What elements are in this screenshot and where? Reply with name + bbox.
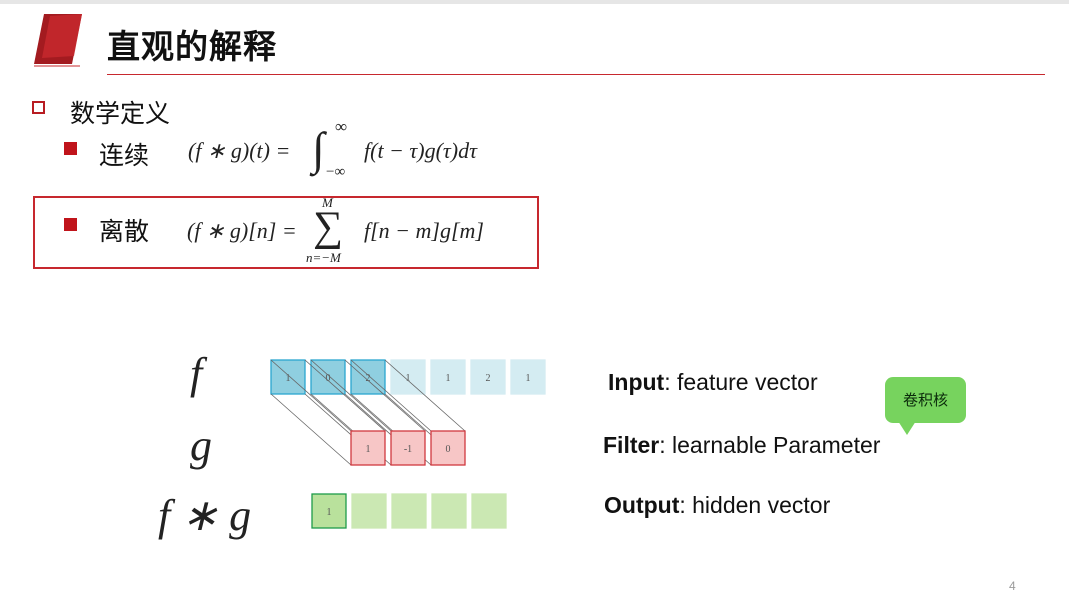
input-cell: [470, 359, 506, 395]
input-cell-value: 1: [526, 373, 531, 384]
row-label-g: g: [190, 421, 212, 470]
filled-square-bullet-icon: [64, 142, 77, 155]
slide-title: 直观的解释: [107, 27, 277, 66]
summation-sign-icon: ∑: [313, 204, 343, 250]
input-cell: [350, 359, 386, 395]
filter-description: Filter: learnable Parameter: [603, 432, 880, 459]
integral-upper-bound: ∞: [335, 117, 348, 136]
connector-line: [350, 359, 432, 432]
connector-line: [384, 359, 466, 432]
output-cell: [431, 493, 467, 529]
input-cell: [310, 359, 346, 395]
input-text: : feature vector: [664, 369, 818, 395]
kernel-cell: [350, 430, 386, 466]
integral-lower-bound: −∞: [326, 164, 346, 180]
filled-square-bullet-icon: [64, 218, 77, 231]
kernel-cell-value: 0: [446, 444, 451, 455]
input-cell: [390, 359, 426, 395]
output-cell: [391, 493, 427, 529]
filter-text: : learnable Parameter: [659, 432, 881, 458]
output-term: Output: [604, 492, 680, 518]
kernel-cell: [430, 430, 466, 466]
output-cell: [351, 493, 387, 529]
top-bar: [0, 0, 1069, 4]
page-number: 4: [1009, 579, 1016, 593]
filter-term: Filter: [603, 432, 660, 458]
discrete-formula-rhs: f[n − m]g[m]: [364, 218, 484, 243]
convolution-grid: 1 0 2 1 1 2 1 1 -1 0 1: [270, 359, 546, 529]
input-description: Input: feature vector: [608, 369, 818, 396]
convolution-diagram: f g f ∗ g 1 0 2 1 1 2 1 1 -1 0 1: [150, 330, 550, 545]
input-cell-value: 1: [286, 373, 291, 384]
logo-mark-icon: [34, 14, 82, 67]
kernel-cell-value: 1: [366, 444, 371, 455]
input-cell-value: 2: [486, 373, 491, 384]
sum-lower-bound: n=−M: [306, 250, 341, 265]
kernel-cell: [390, 430, 426, 466]
continuous-formula-rhs: f(t − τ)g(τ)dτ: [364, 138, 477, 163]
discrete-formula-lhs: (f ∗ g)[n] =: [187, 218, 297, 243]
row-label-f: f: [190, 349, 203, 398]
kernel-cell-value: -1: [404, 444, 412, 455]
kernel-callout: 卷积核: [885, 377, 966, 423]
integral-sign-icon: ∫: [312, 123, 325, 174]
connector-line: [270, 359, 352, 432]
row-label-f-conv-g: f ∗ g: [158, 491, 252, 540]
input-cell: [510, 359, 546, 395]
sum-upper-bound: M: [322, 195, 333, 210]
connector-line: [344, 359, 426, 432]
callout-pointer-icon: [898, 421, 916, 435]
output-cell: [311, 493, 347, 529]
connector-line: [310, 359, 392, 432]
title-divider: [107, 74, 1045, 75]
input-cell-value: 2: [366, 373, 371, 384]
input-term: Input: [608, 369, 665, 395]
output-cell: [471, 493, 507, 529]
output-text: : hidden vector: [679, 492, 831, 518]
output-description: Output: hidden vector: [604, 492, 830, 519]
input-cell: [270, 359, 306, 395]
input-cell-value: 0: [326, 373, 331, 384]
connector-line: [304, 359, 386, 432]
input-cell-value: 1: [446, 373, 451, 384]
definition-heading: 数学定义: [70, 99, 171, 128]
discrete-label: 离散: [99, 217, 150, 246]
continuous-formula-lhs: (f ∗ g)(t) =: [188, 138, 291, 163]
output-cell-value: 1: [327, 507, 332, 518]
input-cell: [430, 359, 466, 395]
discrete-highlight-box: [33, 196, 539, 269]
input-cell-value: 1: [406, 373, 411, 384]
continuous-label: 连续: [99, 141, 150, 170]
connector-line: [270, 393, 352, 466]
hollow-square-bullet-icon: [32, 101, 45, 114]
